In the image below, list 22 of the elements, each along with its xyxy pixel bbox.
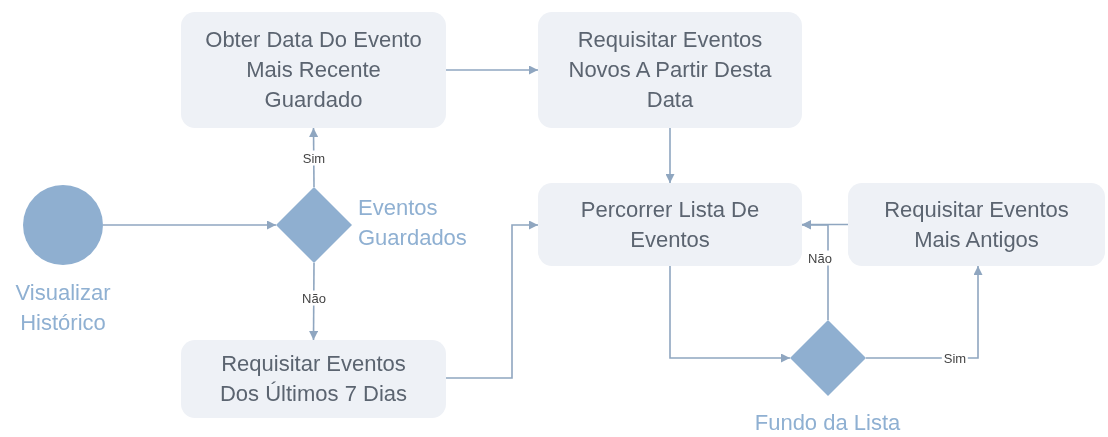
- box-text: Obter Data Do Evento Mais Recente Guardado: [204, 26, 423, 114]
- arrow: [665, 127, 675, 184]
- box-text: Requisitar Eventos Dos Últimos 7 Dias: [218, 350, 408, 408]
- process-box: [538, 183, 802, 266]
- box-text: Requisitar Eventos Mais Antigos: [883, 195, 1070, 254]
- box-text: Requisitar Eventos Novos A Partir Desta Data: [567, 26, 773, 114]
- edge-label: Não: [806, 250, 834, 266]
- arrow: [445, 65, 539, 75]
- arrow: [445, 220, 539, 379]
- box-text: Percorrer Lista De Eventos: [579, 195, 761, 254]
- process-box: [538, 12, 802, 128]
- node-caption: Visualizar Histórico: [14, 279, 112, 337]
- process-box: [181, 12, 446, 128]
- edge-label: Sim: [300, 150, 328, 166]
- process-box: [181, 340, 446, 418]
- node-caption: Eventos Guardados: [358, 194, 468, 252]
- arrow: [801, 220, 849, 229]
- process-box: [848, 183, 1105, 266]
- node-caption: Fundo da Lista: [753, 409, 902, 437]
- edge-label: Não: [300, 290, 328, 306]
- arrow: [102, 220, 277, 230]
- arrow: [669, 265, 791, 363]
